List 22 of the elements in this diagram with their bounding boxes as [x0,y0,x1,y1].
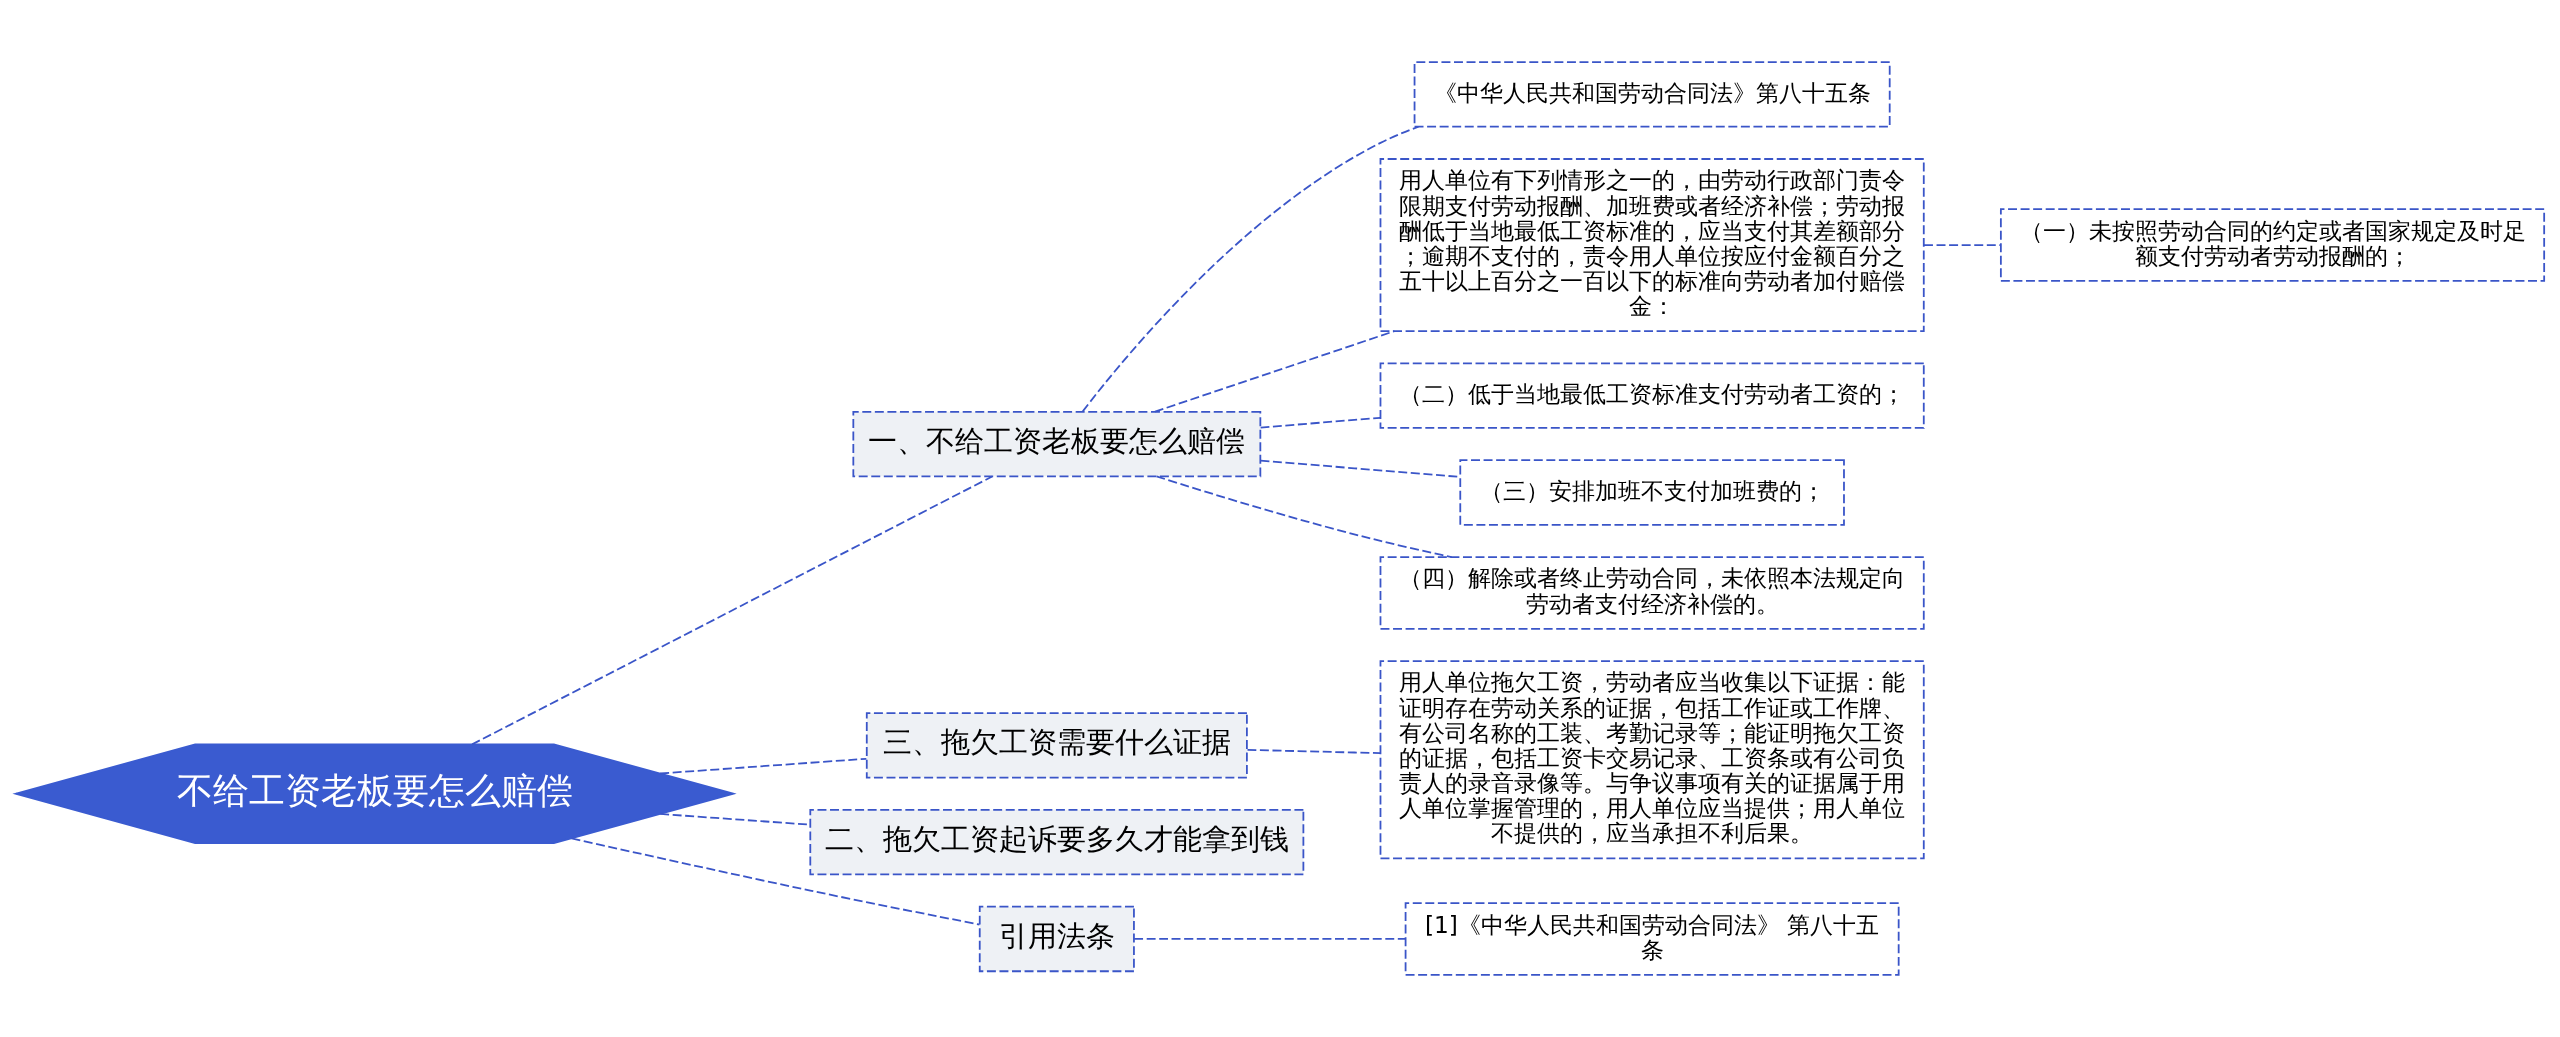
connector [1155,475,1453,558]
connector [1923,244,2002,246]
node-box: 三、拖欠工资需要什么证据 [865,712,1248,779]
node-box: （三）安排加班不支付加班费的； [1459,459,1845,526]
node-box: 用人单位拖欠工资，劳动者应当收集以下证据：能证明存在劳动关系的证据，包括工作证或工作牌、有公司名称的工装、考勤记录等；能证明拖欠工资的证据，包括工资卡交易记录、工资条或有公司负责人的录音录像等。与争议事项有关的证据属于用人单位掌握管理的，用人单位应当提供；用人单位不提供的，应当承担不利后果。 [1379,660,1925,860]
node-box: 用人单位有下列情形之一的，由劳动行政部门责令限期支付劳动报酬、加班费或者经济补偿；劳动报酬低于当地最低工资标准的，应当支付其差额部分；逾期不支付的，责令用人单位按应付金额百分之五十以上百分之一百以下的标准向劳动者加付赔偿金： [1379,158,1925,333]
connector [471,475,994,746]
connector [1133,938,1406,940]
connector [570,837,981,926]
node-box: 一、不给工资老板要怎么赔偿 [852,410,1262,478]
node-box: （一）未按照劳动合同的约定或者国家规定及时足额支付劳动者劳动报酬的； [1999,208,2546,282]
connector [1081,125,1420,413]
node-box: （二）低于当地最低工资标准支付劳动者工资的； [1379,362,1925,429]
node-box: 二、拖欠工资起诉要多久才能拿到钱 [809,808,1305,876]
connector [1154,330,1396,413]
connector [1259,416,1382,429]
node-box: 《中华人民共和国劳动合同法》第八十五条 [1413,61,1891,128]
node-box: 引用法条 [978,905,1135,973]
connector [659,757,868,775]
connector [1246,749,1382,754]
node-box: （四）解除或者终止劳动合同，未依照本法规定向劳动者支付经济补偿的。 [1379,556,1925,630]
node-box: [1]《中华人民共和国劳动合同法》 第八十五条 [1404,902,1900,976]
